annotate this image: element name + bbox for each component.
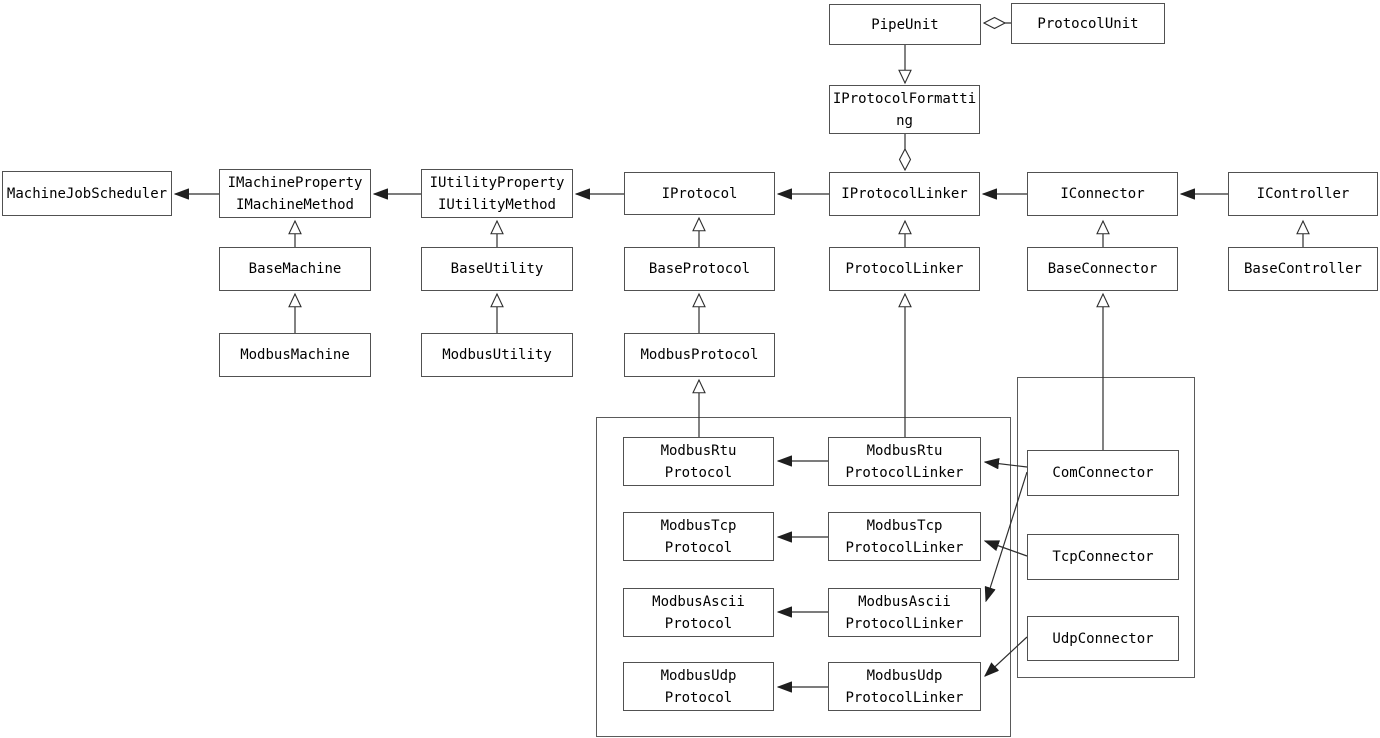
class-box-udp-connector[interactable]: UdpConnector (1027, 616, 1179, 661)
class-box-modbus-protocol[interactable]: ModbusProtocol (624, 333, 775, 377)
class-box-modbus-ascii-protocol[interactable]: ModbusAscii Protocol (623, 588, 774, 637)
class-box-icontroller[interactable]: IController (1228, 172, 1378, 216)
class-box-modbus-ascii-protocol-linker[interactable]: ModbusAscii ProtocolLinker (828, 588, 981, 637)
class-box-protocol-unit[interactable]: ProtocolUnit (1011, 3, 1165, 44)
class-box-base-protocol[interactable]: BaseProtocol (624, 247, 775, 291)
class-box-machine-job-scheduler[interactable]: MachineJobScheduler (2, 171, 172, 216)
group-connectors (1017, 377, 1195, 678)
class-box-base-utility[interactable]: BaseUtility (421, 247, 573, 291)
class-box-protocol-linker[interactable]: ProtocolLinker (829, 247, 980, 291)
class-box-base-connector[interactable]: BaseConnector (1027, 247, 1178, 291)
class-box-modbus-udp-protocol-linker[interactable]: ModbusUdp ProtocolLinker (828, 662, 981, 711)
class-box-modbus-tcp-protocol-linker[interactable]: ModbusTcp ProtocolLinker (828, 512, 981, 561)
class-box-modbus-udp-protocol[interactable]: ModbusUdp Protocol (623, 662, 774, 711)
edge-comconnector-rtulinker (985, 462, 1028, 467)
edge-comconnector-asciilinker (986, 471, 1028, 601)
class-box-modbus-machine[interactable]: ModbusMachine (219, 333, 371, 377)
class-box-modbus-utility[interactable]: ModbusUtility (421, 333, 573, 377)
class-box-pipe-unit[interactable]: PipeUnit (829, 4, 981, 45)
class-box-imachine-property[interactable]: IMachineProperty IMachineMethod (219, 169, 371, 218)
class-box-iprotocol[interactable]: IProtocol (624, 172, 775, 215)
class-box-modbus-rtu-protocol[interactable]: ModbusRtu Protocol (623, 437, 774, 486)
class-box-com-connector[interactable]: ComConnector (1027, 450, 1179, 496)
edge-tcpconnector-tcplinker (985, 541, 1028, 557)
class-box-base-controller[interactable]: BaseController (1228, 247, 1378, 291)
edge-udpconnector-udplinker (985, 636, 1028, 676)
class-box-modbus-rtu-protocol-linker[interactable]: ModbusRtu ProtocolLinker (828, 437, 981, 486)
class-box-iconnector[interactable]: IConnector (1027, 172, 1178, 216)
class-box-modbus-tcp-protocol[interactable]: ModbusTcp Protocol (623, 512, 774, 561)
class-box-iutility-property[interactable]: IUtilityProperty IUtilityMethod (421, 169, 573, 218)
class-box-base-machine[interactable]: BaseMachine (219, 247, 371, 291)
class-box-iprotocol-formatting[interactable]: IProtocolFormatting (829, 85, 980, 134)
group-modbus-protocol-variants (596, 417, 1011, 737)
class-box-iprotocol-linker[interactable]: IProtocolLinker (829, 172, 980, 216)
class-box-tcp-connector[interactable]: TcpConnector (1027, 534, 1179, 580)
